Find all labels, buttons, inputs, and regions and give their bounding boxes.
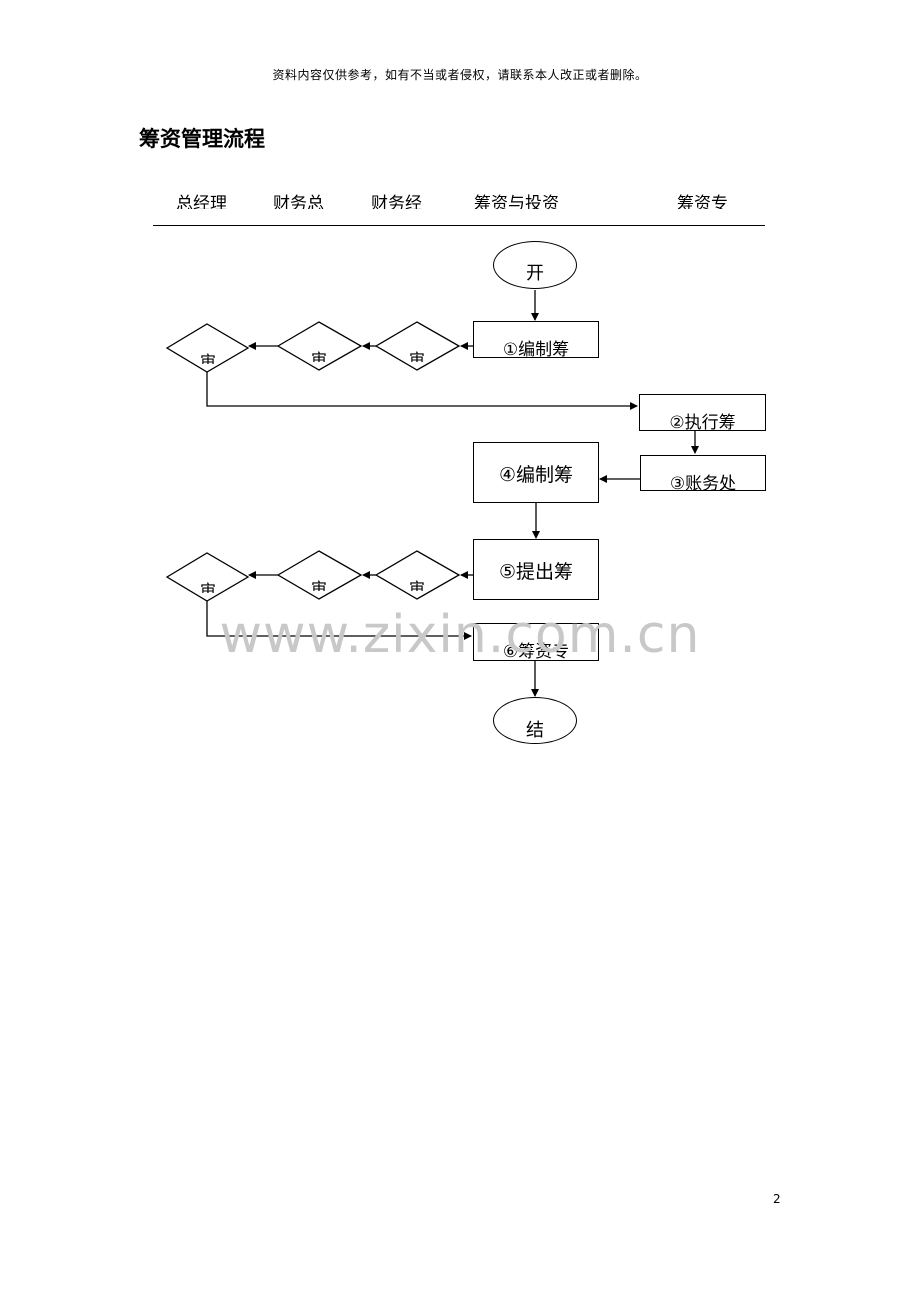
step4-box: ④编制筹 <box>473 442 599 503</box>
decision-top-general-manager <box>165 323 250 373</box>
step1-label: ①编制筹 <box>502 340 570 358</box>
step2-label: ②执行筹 <box>669 413 736 431</box>
decision-bottom-finance-director <box>276 550 363 600</box>
watermark-text: www.zixin.com.cn <box>219 605 701 665</box>
decision-top-1-label: 审 <box>199 352 216 364</box>
start-terminal: 开 <box>493 241 577 289</box>
decision-bottom-3-label: 审 <box>408 579 425 591</box>
decision-top-3-label: 审 <box>408 350 425 362</box>
end-terminal-label: 结 <box>526 720 544 741</box>
step5-label: ⑤提出筹 <box>498 561 574 583</box>
step3-box: ③账务处 <box>640 455 766 491</box>
lane-header-general-manager: 总经理 <box>176 194 227 209</box>
decision-top-finance-manager <box>374 321 461 371</box>
decision-bottom-1-label: 审 <box>199 581 216 593</box>
step4-label: ④编制筹 <box>498 464 574 486</box>
arrow-approval-to-step2 <box>206 372 638 410</box>
lane-header-rule <box>153 225 765 226</box>
lane-header-finance-manager: 财务经 <box>371 194 422 209</box>
lane-header-financing-investment: 筹资与投资 <box>474 194 559 209</box>
lane-header-financing-specialist: 筹资专 <box>677 194 728 209</box>
decision-bottom-2-label: 审 <box>310 579 327 591</box>
end-terminal: 结 <box>493 697 577 744</box>
decision-top-finance-director <box>276 321 363 371</box>
document-title: 筹资管理流程 <box>139 127 265 151</box>
decision-bottom-finance-manager <box>374 550 461 600</box>
step6-box: ⑥筹资专 <box>473 623 599 661</box>
step2-box: ②执行筹 <box>639 394 766 431</box>
step1-box: ①编制筹 <box>473 321 599 358</box>
start-terminal-label: 开 <box>526 263 544 284</box>
decision-bottom-general-manager <box>165 552 250 602</box>
step3-label: ③账务处 <box>669 474 737 491</box>
lane-header-finance-director: 财务总 <box>273 194 324 209</box>
disclaimer-text: 资料内容仅供参考，如有不当或者侵权，请联系本人改正或者删除。 <box>272 68 648 82</box>
decision-top-2-label: 审 <box>310 350 327 362</box>
arrow-approval-to-step6 <box>206 601 472 640</box>
page-number: 2 <box>773 1192 781 1206</box>
step6-label: ⑥筹资专 <box>502 642 570 661</box>
step5-box: ⑤提出筹 <box>473 539 599 600</box>
